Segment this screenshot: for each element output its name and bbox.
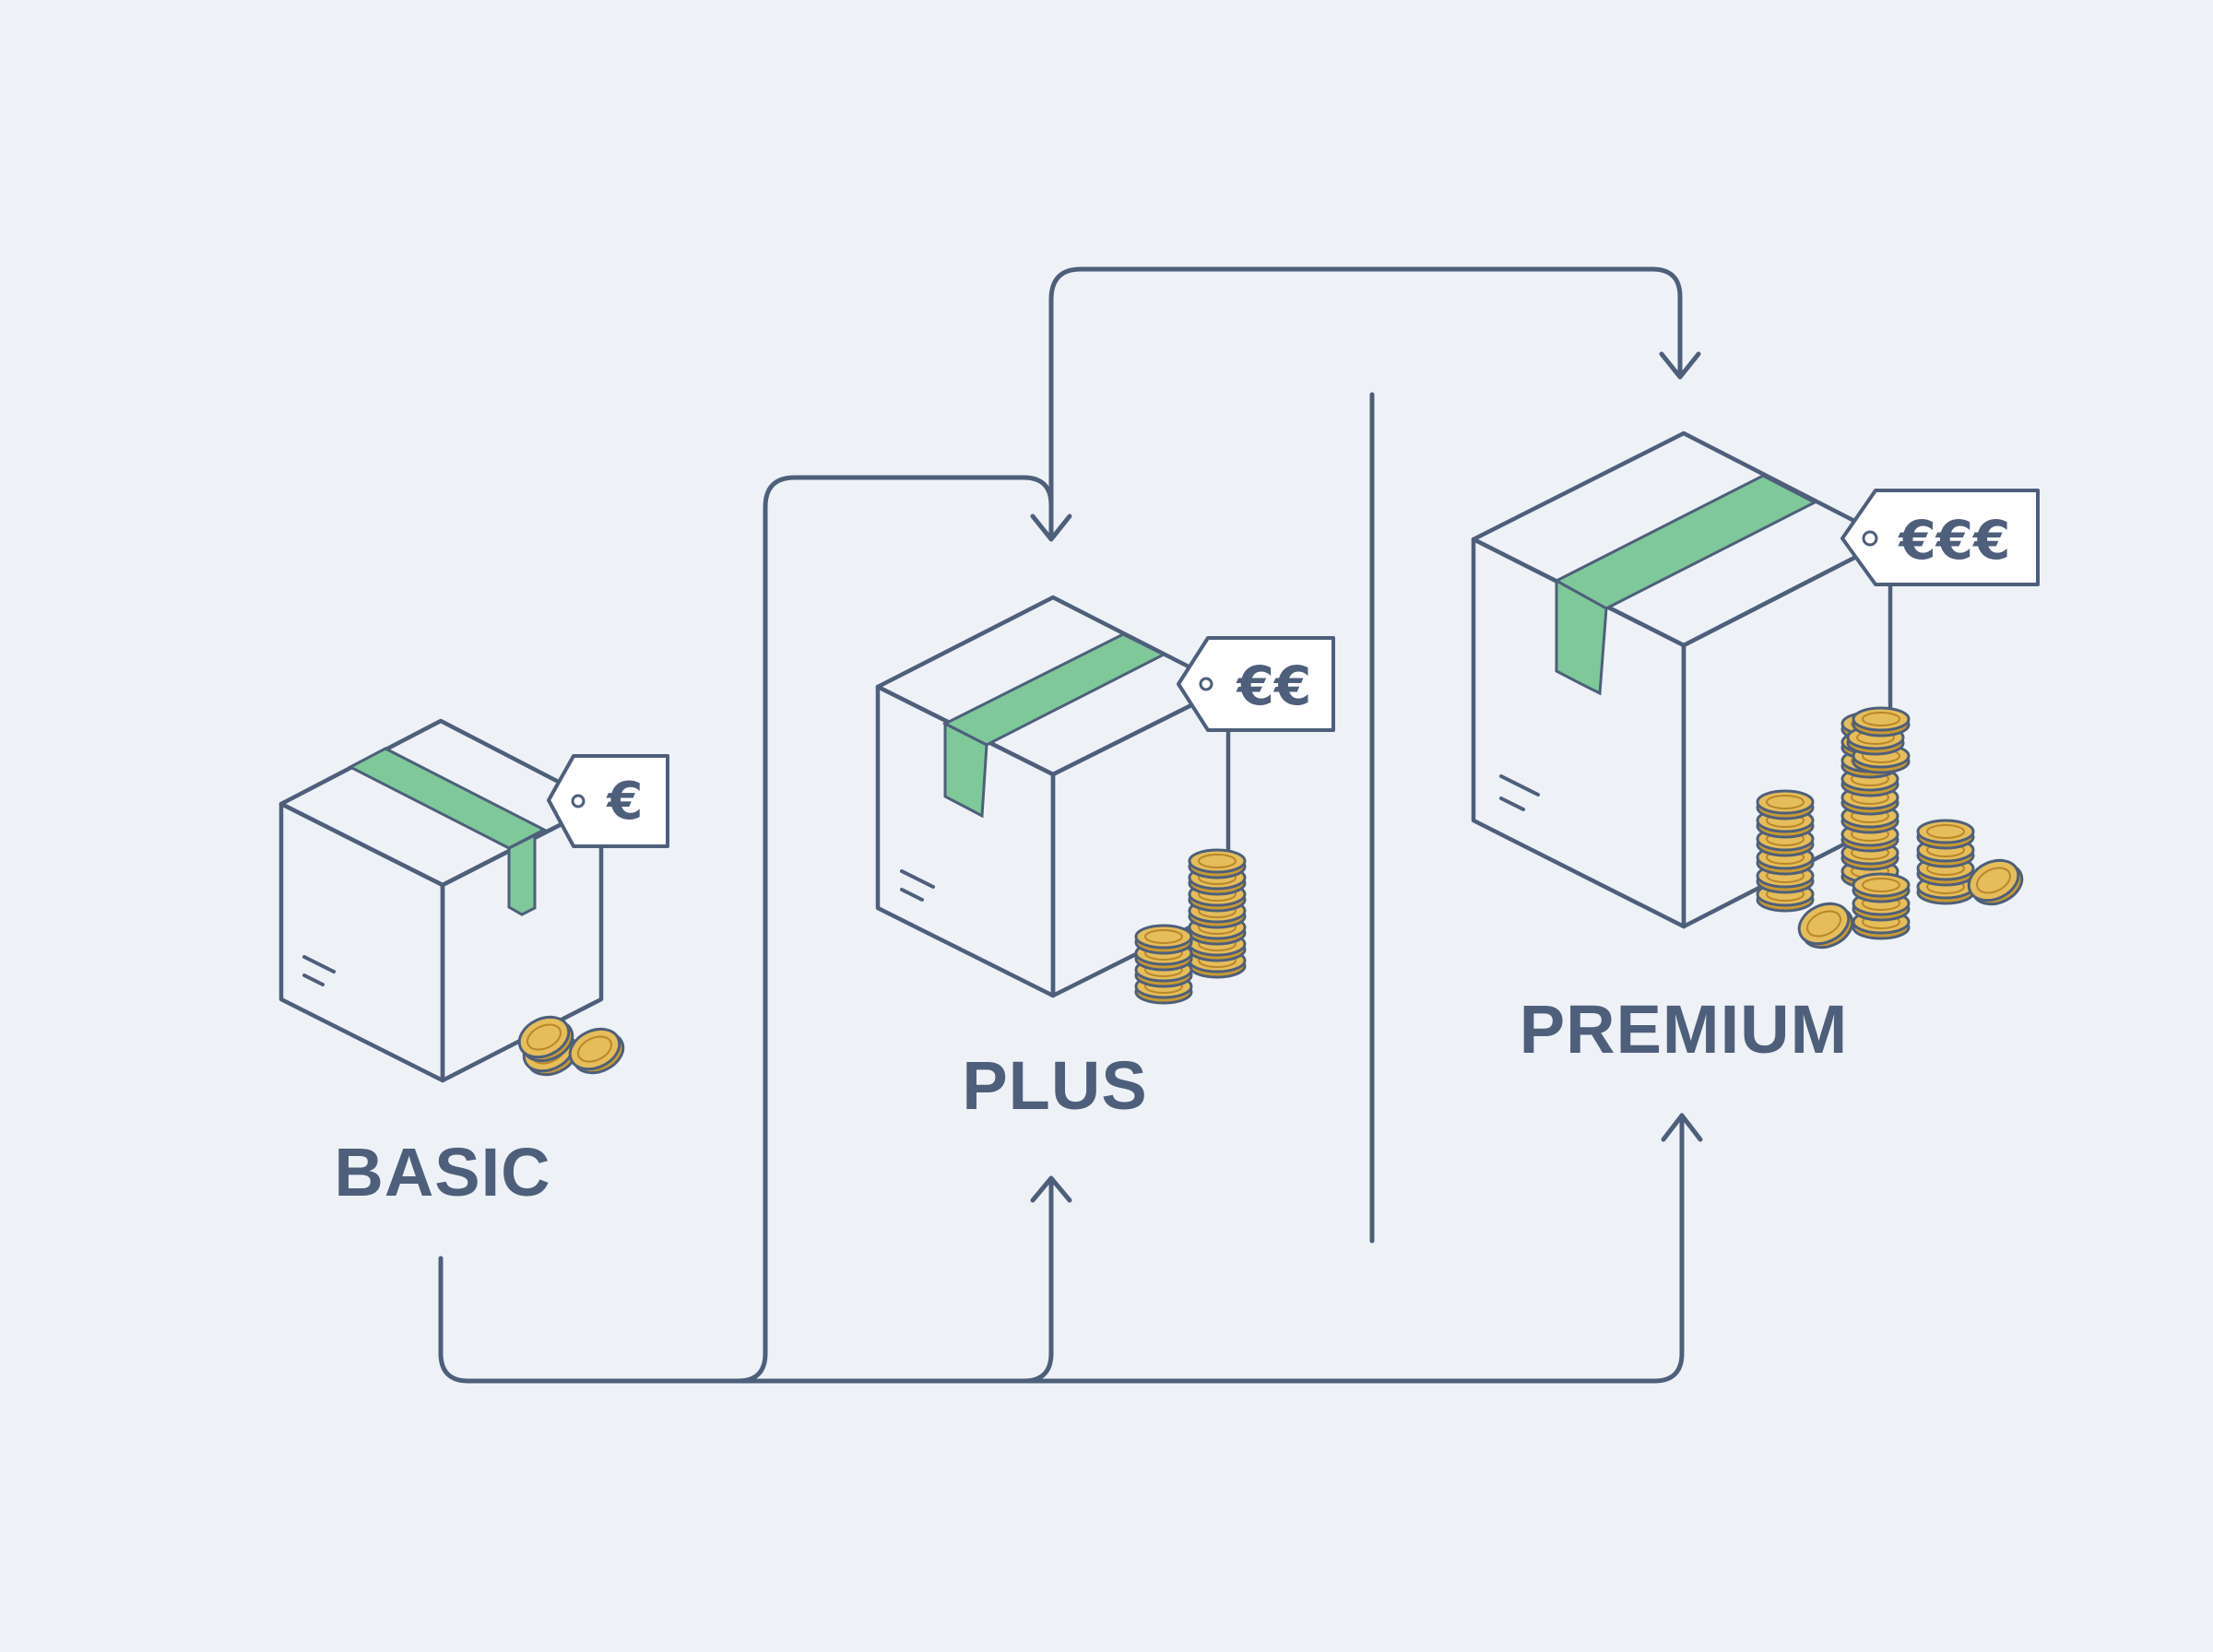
box-plus: €€ — [875, 595, 1335, 1005]
tier-label-plus: PLUS — [962, 1047, 1147, 1124]
tier-label-premium: PREMIUM — [1520, 991, 1848, 1068]
coin-stack-icon — [1134, 848, 1247, 1005]
price-plus: €€ — [1236, 655, 1312, 717]
box-premium: €€€ — [1471, 431, 2040, 957]
connector-plus-premium — [1048, 266, 1683, 508]
connector-rail-premium — [735, 1113, 1685, 1384]
price-premium: €€€ — [1897, 509, 2010, 572]
arrow-icon — [1030, 1175, 1072, 1203]
coin-stack-icon — [1756, 706, 2030, 957]
connector-lines — [438, 266, 1703, 1384]
coin-stack-icon — [511, 1008, 632, 1084]
connector-basic-bottom — [438, 475, 1054, 1384]
box-icon — [278, 718, 604, 1083]
connector-rail-plus — [1021, 1177, 1054, 1384]
tier-label-basic: BASIC — [334, 1134, 550, 1210]
arrow-icon — [1030, 513, 1072, 542]
arrow-icon — [1659, 351, 1701, 380]
box-basic: € — [278, 718, 669, 1084]
arrow-icon — [1661, 1113, 1703, 1142]
price-tag-icon: €€ — [1177, 636, 1335, 732]
price-tag-icon: €€€ — [1840, 489, 2040, 586]
box-icon — [1471, 431, 1893, 929]
price-tag-icon: € — [547, 754, 669, 848]
price-basic: € — [606, 772, 644, 832]
